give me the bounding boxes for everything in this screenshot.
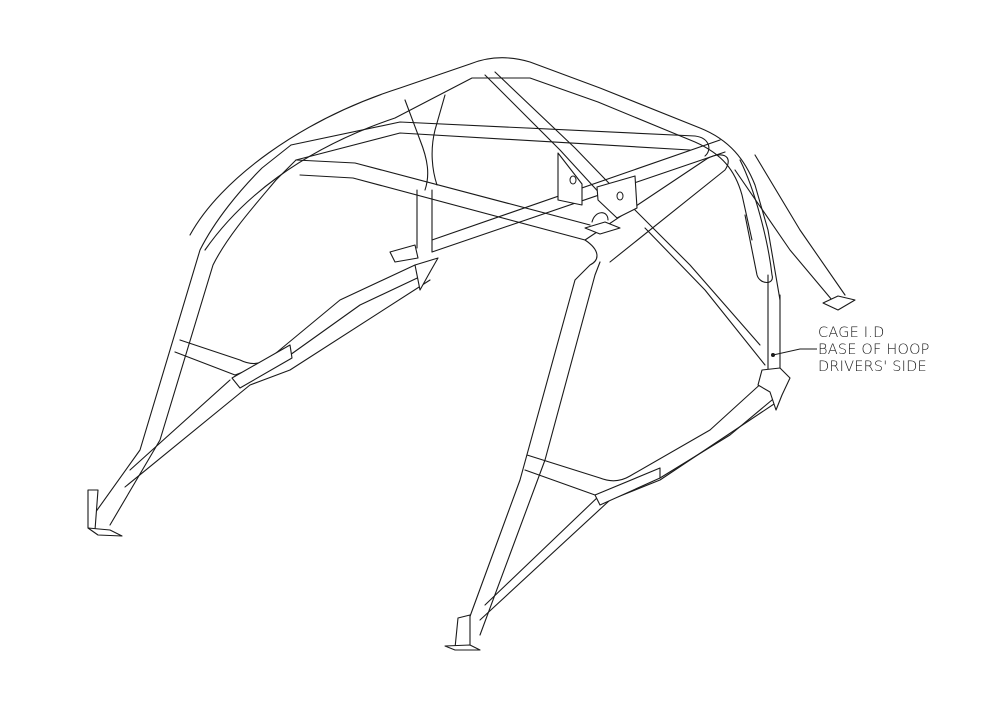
roof-diagonal-tubes [404, 71, 631, 211]
main-hoop-right-leg [464, 154, 729, 636]
foot-plate-front-left [87, 489, 123, 537]
foot-plate-front-right [444, 614, 481, 651]
foot-plate-centre-left [389, 244, 439, 291]
door-bar-sleeve-right [594, 467, 661, 506]
foot-plate-rear-right [822, 295, 856, 311]
right-door-bars [479, 379, 781, 621]
roof-hoop-tube [189, 57, 781, 301]
callout-line-drivers-side: DRIVERS' SIDE [818, 359, 927, 375]
front-cross-tube [290, 121, 710, 241]
door-bar-sleeve-left [231, 344, 293, 389]
harness-bar-gusset-left [557, 152, 583, 206]
foot-plate-main-hoop-driver [757, 367, 791, 411]
callout-leader [771, 348, 817, 357]
harness-bar-gusset-right [596, 175, 638, 219]
centre-mount-plate [584, 212, 621, 235]
callout-line-cage-id: CAGE I.D [818, 325, 885, 341]
centre-post-tube [416, 189, 433, 253]
callout-label: CAGE I.D BASE OF HOOP DRIVERS' SIDE [818, 325, 930, 376]
rear-hoop-tubes [629, 154, 846, 373]
front-hoop-left-leg [89, 144, 297, 526]
callout-line-base-of-hoop: BASE OF HOOP [818, 342, 930, 358]
